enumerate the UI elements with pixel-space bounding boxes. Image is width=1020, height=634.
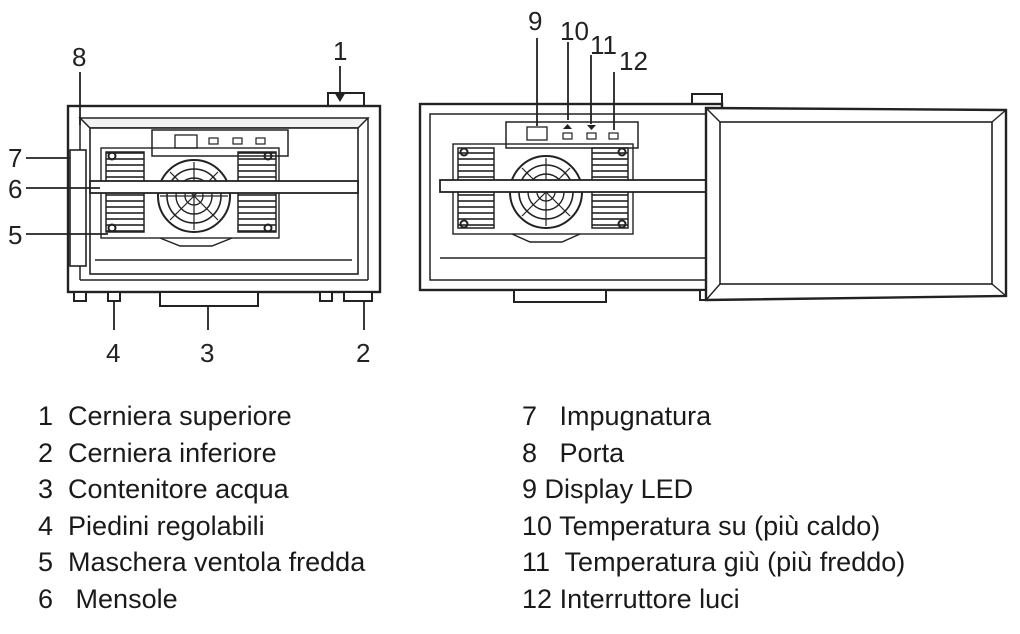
callout-9: 9 xyxy=(528,6,542,36)
callout-1: 1 xyxy=(333,36,347,66)
legend-right: 7 Impugnatura 8 Porta 9 Display LED 10 T… xyxy=(522,398,905,617)
callout-5: 5 xyxy=(8,220,22,250)
foot-left2 xyxy=(107,291,121,302)
foot-right xyxy=(319,291,333,302)
callout-3: 3 xyxy=(200,338,214,368)
legend-left: 1 Cerniera superiore 2 Cerniera inferior… xyxy=(38,398,365,617)
legend-item: 1 Cerniera superiore xyxy=(38,401,292,431)
legend-item: 11 Temperatura giù (più freddo) xyxy=(522,547,906,577)
legend-item: 4 Piedini regolabili xyxy=(38,510,265,541)
legend-item: 8 Porta xyxy=(522,437,625,468)
legend-item: 6 Mensole xyxy=(38,583,178,614)
closed-view xyxy=(66,92,382,307)
door-handle xyxy=(69,149,87,267)
legend-item: 10 Temperatura su (più caldo) xyxy=(522,510,881,541)
callout-11: 11 xyxy=(590,30,617,60)
callout-6: 6 xyxy=(8,174,22,204)
shelf xyxy=(89,180,359,194)
legend-item: 12 Interruttore luci xyxy=(522,583,740,614)
legend-item: 2 Cerniera inferiore xyxy=(38,437,277,468)
callout-8: 8 xyxy=(72,42,86,72)
fan xyxy=(157,159,231,233)
legend-item: 9 Display LED xyxy=(522,474,694,504)
callout-10: 10 xyxy=(560,16,589,46)
open-view xyxy=(418,93,1008,303)
callout-4: 4 xyxy=(106,338,120,368)
appliance-diagram: 1 8 7 6 5 4 3 2 xyxy=(8,6,1008,368)
legend-item: 3 Contenitore acqua xyxy=(38,474,289,504)
legend-item: 7 Impugnatura xyxy=(522,401,712,431)
bottom-hinge xyxy=(343,291,373,302)
door-frame xyxy=(78,117,370,129)
legend-item: 5 Maschera ventola fredda xyxy=(38,547,366,577)
callout-7: 7 xyxy=(8,143,22,173)
callout-12: 12 xyxy=(619,46,648,76)
foot-left xyxy=(73,291,87,302)
callout-2: 2 xyxy=(356,338,370,368)
water-tray xyxy=(159,291,259,307)
